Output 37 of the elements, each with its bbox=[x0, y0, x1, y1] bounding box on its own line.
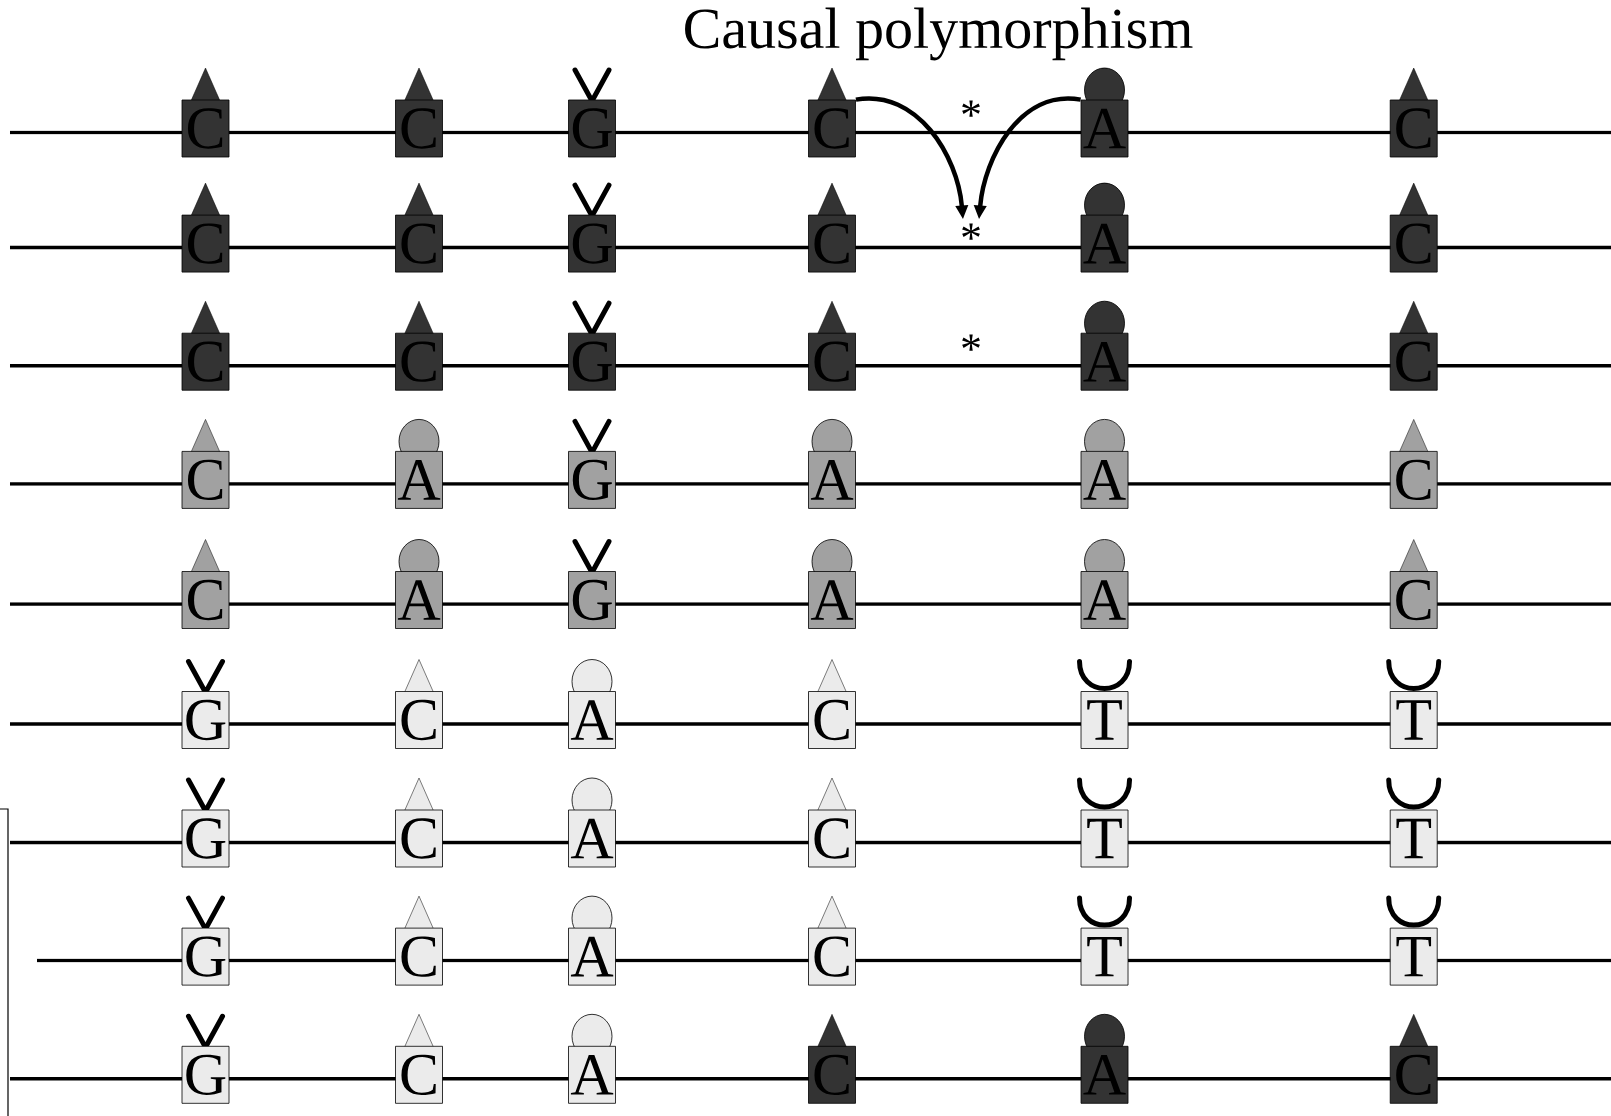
allele-box: G bbox=[181, 777, 230, 868]
allele-box: A bbox=[808, 539, 856, 629]
allele-box: A bbox=[1080, 419, 1129, 509]
allele-box: C bbox=[395, 1014, 443, 1104]
allele-box: G bbox=[181, 659, 230, 749]
title: Causal polymorphism bbox=[685, 7, 1193, 61]
allele-box: A bbox=[568, 895, 616, 986]
allele-box: G bbox=[181, 1013, 230, 1104]
allele-box: C bbox=[395, 777, 443, 868]
allele-box: A bbox=[808, 419, 856, 509]
asterisk: * bbox=[962, 223, 980, 240]
allele-box: C bbox=[395, 895, 443, 986]
allele-box: C bbox=[181, 419, 230, 509]
allele-box: G bbox=[181, 895, 230, 986]
allele-box: C bbox=[808, 777, 856, 868]
allele-box: A bbox=[568, 777, 616, 868]
allele-box: A bbox=[568, 1013, 616, 1104]
asterisk: * bbox=[962, 334, 980, 351]
allele-box: C bbox=[1389, 419, 1438, 509]
asterisk: * bbox=[962, 100, 980, 117]
allele-box: G bbox=[568, 418, 616, 509]
allele-box: T bbox=[1077, 659, 1132, 749]
allele-box: C bbox=[181, 539, 230, 629]
allele-box: T bbox=[1386, 659, 1442, 749]
allele-box: A bbox=[395, 539, 443, 629]
allele-box: A bbox=[395, 419, 443, 509]
allele-box: C bbox=[395, 659, 443, 749]
allele-box: C bbox=[808, 659, 856, 749]
allele-box: A bbox=[1080, 539, 1129, 629]
allele-box: T bbox=[1077, 777, 1132, 868]
allele-box: G bbox=[568, 539, 616, 629]
allele-box: C bbox=[1389, 539, 1438, 629]
allele-box: T bbox=[1077, 895, 1132, 986]
allele-box: T bbox=[1386, 777, 1442, 868]
allele-box: C bbox=[808, 895, 856, 986]
allele-box: T bbox=[1386, 895, 1442, 986]
allele-box: A bbox=[568, 659, 616, 749]
